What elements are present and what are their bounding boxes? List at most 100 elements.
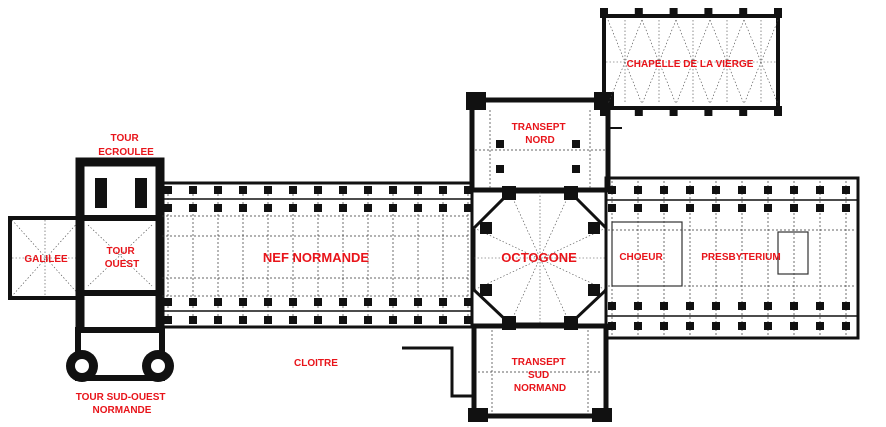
nave-pier — [214, 204, 222, 212]
label-presbyterium: PRESBYTERIUM — [701, 252, 780, 263]
chapel-buttress — [600, 8, 608, 18]
nave-pier — [364, 298, 372, 306]
label-tour-sud-ouest-normande: TOUR SUD-OUEST NORMANDE — [76, 392, 169, 416]
nave-pier — [339, 204, 347, 212]
choir-pier — [764, 186, 772, 194]
choir-pier — [842, 186, 850, 194]
nave-pier — [414, 298, 422, 306]
choir-pier — [816, 322, 824, 330]
choir-pier — [738, 186, 746, 194]
choir-presbytery — [604, 176, 860, 340]
nave-pier — [464, 316, 472, 324]
label-tour-ecroulee: TOUR ECROULEE — [98, 133, 154, 158]
nave-pier — [339, 316, 347, 324]
nave-pier — [239, 204, 247, 212]
nave-pier — [389, 298, 397, 306]
choir-pier — [842, 322, 850, 330]
choir-pier — [712, 302, 720, 310]
nave-pier — [289, 316, 297, 324]
nave-pier — [164, 204, 172, 212]
choir-pier — [738, 204, 746, 212]
choir-pier — [608, 322, 616, 330]
choir-pier — [712, 186, 720, 194]
chapel-buttress — [600, 106, 608, 116]
choir-pier — [608, 186, 616, 194]
choir-pier — [712, 204, 720, 212]
chapel-buttress — [739, 8, 748, 18]
nave-pier — [339, 186, 347, 194]
nave-pier — [439, 298, 447, 306]
chapel-buttress — [704, 8, 713, 18]
nave-pier — [364, 316, 372, 324]
chapel-buttress — [704, 106, 713, 116]
nave-pier — [439, 204, 447, 212]
nave-pier — [239, 316, 247, 324]
choir-pier — [634, 302, 642, 310]
nave-pier — [264, 204, 272, 212]
choir-pier — [816, 186, 824, 194]
nave-pier — [389, 204, 397, 212]
lady-chapel — [600, 8, 782, 129]
choir-pier — [790, 186, 798, 194]
nave-pier — [439, 186, 447, 194]
label-chapelle-de-la-vierge: CHAPELLE DE LA VIERGE — [627, 59, 754, 70]
nave-pier — [414, 186, 422, 194]
nave-pier — [314, 186, 322, 194]
label-octogone: OCTOGONE — [501, 250, 577, 265]
nave-pier — [389, 186, 397, 194]
label-galilee: GALILEE — [24, 254, 68, 265]
nave-pier — [189, 186, 197, 194]
choir-pier — [764, 302, 772, 310]
nave-pier — [189, 316, 197, 324]
choir-pier — [686, 186, 694, 194]
nave-pier — [464, 186, 472, 194]
label-nef-normande: NEF NORMANDE — [263, 250, 369, 265]
choir-pier — [790, 322, 798, 330]
nave-pier — [364, 186, 372, 194]
label-tour-ouest: TOUR OUEST — [105, 246, 139, 270]
nave-pier — [164, 298, 172, 306]
choir-pier — [634, 204, 642, 212]
nave-pier — [189, 204, 197, 212]
choir-pier — [660, 204, 668, 212]
nave-pier — [289, 186, 297, 194]
label-choeur: CHOEUR — [619, 252, 663, 263]
nave-pier — [189, 298, 197, 306]
nave-pier — [164, 186, 172, 194]
south-transept — [402, 323, 612, 422]
nave-pier — [314, 204, 322, 212]
nave-pier — [314, 298, 322, 306]
nave-pier — [289, 298, 297, 306]
nave-pier — [264, 316, 272, 324]
nave-pier — [264, 298, 272, 306]
choir-pier — [686, 322, 694, 330]
chapel-buttress — [669, 106, 678, 116]
nave-pier — [214, 298, 222, 306]
choir-pier — [660, 302, 668, 310]
choir-pier — [842, 302, 850, 310]
choir-pier — [686, 204, 694, 212]
north-transept — [466, 92, 614, 193]
nave-pier — [339, 298, 347, 306]
choir-pier — [764, 204, 772, 212]
nave-pier — [414, 204, 422, 212]
choir-pier — [790, 204, 798, 212]
nave-pier — [464, 204, 472, 212]
choir-pier — [764, 322, 772, 330]
choir-pier — [712, 322, 720, 330]
chapel-buttress — [634, 106, 643, 116]
choir-pier — [816, 302, 824, 310]
choir-pier — [842, 204, 850, 212]
choir-pier — [790, 302, 798, 310]
nave-pier — [239, 186, 247, 194]
choir-pier — [738, 302, 746, 310]
nave-pier — [389, 316, 397, 324]
nave-pier — [214, 316, 222, 324]
nave — [158, 181, 474, 329]
choir-pier — [660, 322, 668, 330]
chapel-buttress — [669, 8, 678, 18]
choir-pier — [608, 302, 616, 310]
nave-pier — [289, 204, 297, 212]
chapel-buttress — [774, 8, 782, 18]
choir-pier — [608, 204, 616, 212]
